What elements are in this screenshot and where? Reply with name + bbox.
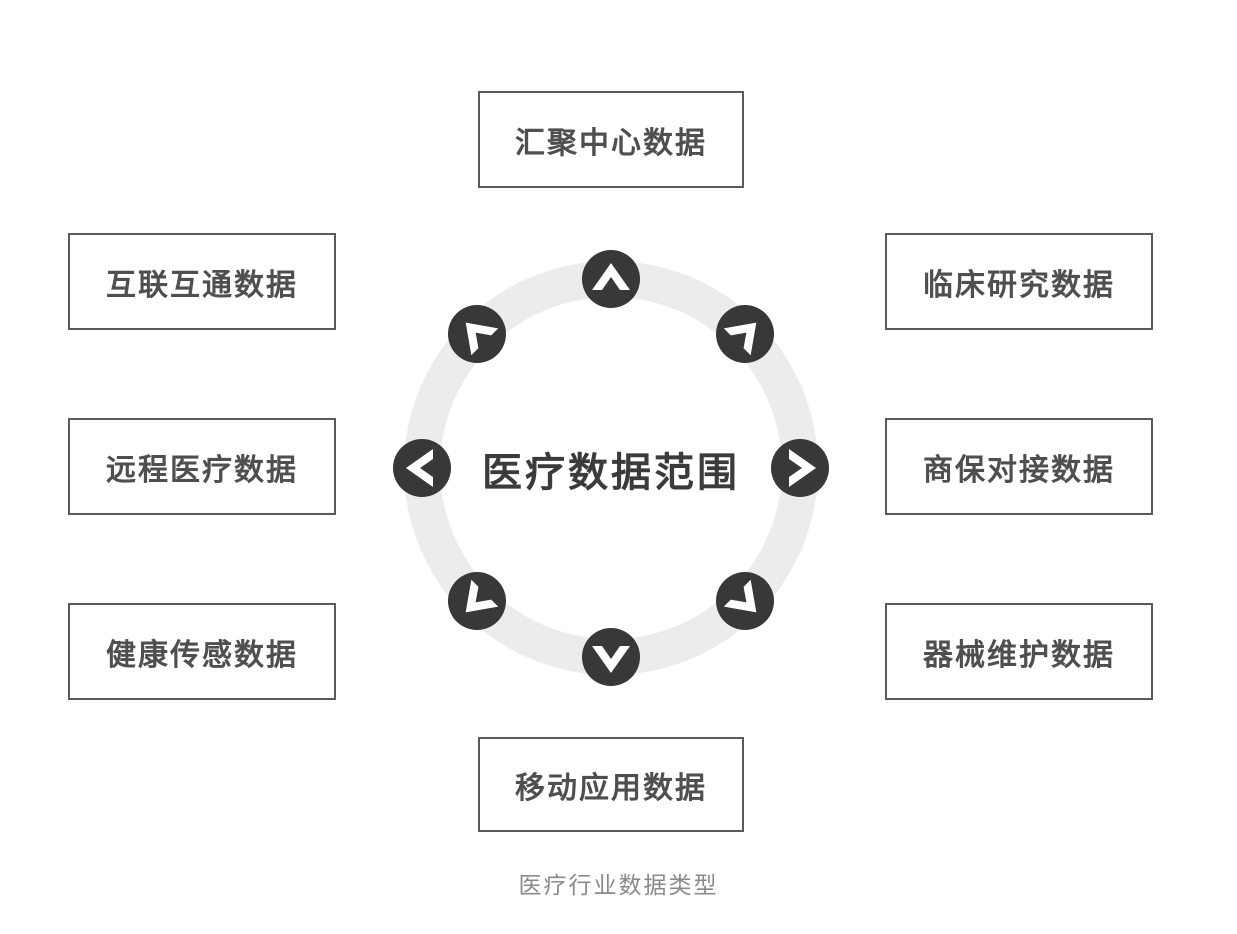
node-box-health-sensor: 健康传感数据 (68, 603, 336, 700)
diagram-center-title: 医疗数据范围 (482, 451, 740, 495)
node-box-clinical-research: 临床研究数据 (885, 233, 1153, 330)
node-label: 远程医疗数据 (106, 453, 298, 487)
chevron-up-icon (582, 250, 640, 308)
chevron-up-left-icon (448, 305, 506, 363)
chevron-left-icon (393, 439, 451, 497)
chevron-right-icon (771, 439, 829, 497)
node-label: 汇聚中心数据 (515, 126, 707, 160)
chevron-down-icon (582, 628, 640, 686)
node-label: 健康传感数据 (106, 638, 298, 672)
node-box-interconnection: 互联互通数据 (68, 233, 336, 330)
chevron-up-right-icon (716, 305, 774, 363)
chevron-down-left-icon (448, 572, 506, 630)
node-label: 器械维护数据 (923, 638, 1115, 672)
node-box-aggregation-center: 汇聚中心数据 (478, 91, 744, 188)
chevron-down-right-icon (716, 572, 774, 630)
node-label: 商保对接数据 (923, 453, 1115, 487)
node-box-mobile-app: 移动应用数据 (478, 737, 744, 832)
node-box-telemedicine: 远程医疗数据 (68, 418, 336, 515)
node-label: 互联互通数据 (106, 268, 298, 302)
node-box-commercial-insurance: 商保对接数据 (885, 418, 1153, 515)
node-box-device-maintenance: 器械维护数据 (885, 603, 1153, 700)
node-label: 移动应用数据 (515, 771, 707, 805)
node-label: 临床研究数据 (923, 268, 1115, 302)
diagram-caption: 医疗行业数据类型 (518, 872, 719, 898)
